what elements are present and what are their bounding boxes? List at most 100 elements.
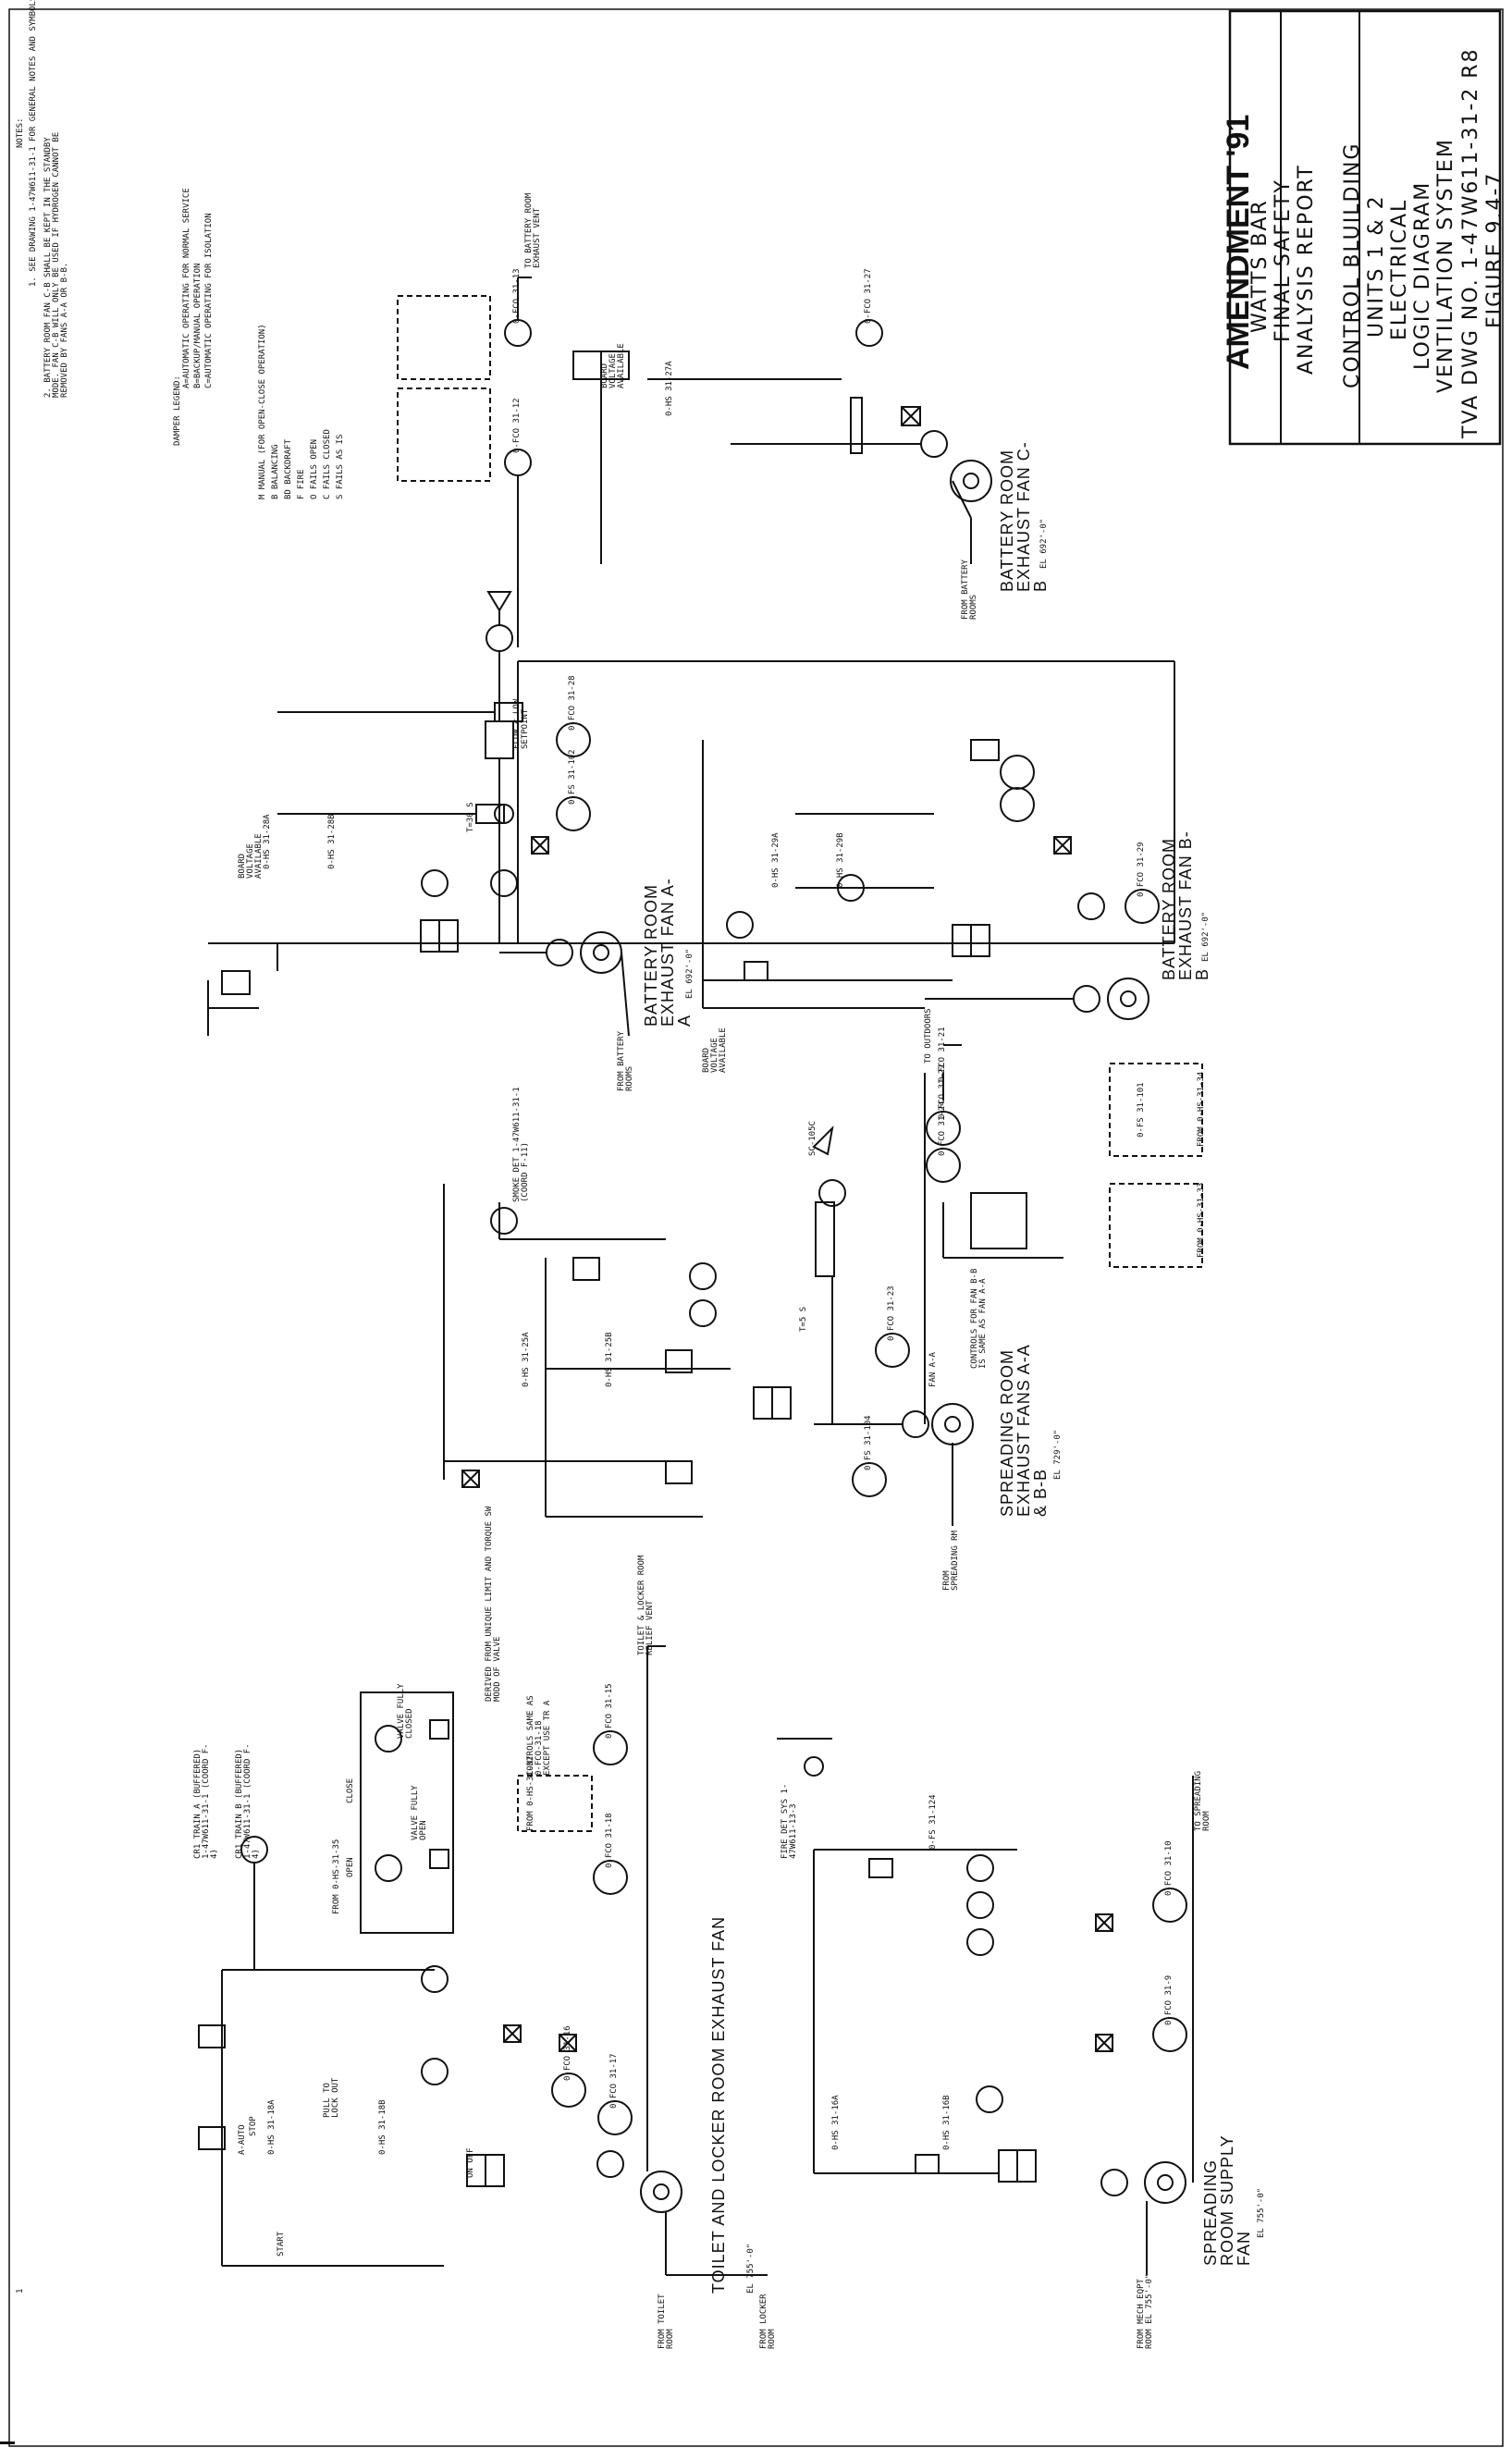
- from-toilet-label: FROM TOILET ROOM: [658, 2294, 675, 2349]
- damper-legend-item-4: F FIRE: [297, 469, 306, 499]
- switch-hs-16b: 0-HS 31-16B: [942, 2095, 952, 2150]
- switch-hs-18a: 0-HS 31-18A: [267, 2099, 277, 2155]
- title-block-frame: [1228, 9, 1502, 446]
- fan-aa-symbol: [580, 931, 622, 974]
- instrument-fs-124: 0-FS 31-124: [928, 1794, 938, 1850]
- switch-hs-27a: 0-HS 31-27A: [665, 361, 674, 416]
- damper-legend-item-6: C FAILS CLOSED: [323, 429, 332, 499]
- misc-close: CLOSE: [346, 1777, 355, 1803]
- switch-hs-25b: 0-HS 31-25B: [605, 1332, 614, 1387]
- note-2: 2. BATTERY ROOM FAN C-B SHALL BE KEPT IN…: [43, 131, 69, 398]
- misc-open: OPEN: [346, 1857, 355, 1877]
- board-voltage-label-2: BOARD VOLTAGE AVAILABLE: [702, 1027, 728, 1073]
- title-line-3: ANALYSIS REPORT: [1295, 164, 1318, 375]
- instrument-fco-21: 0-FCO 31-21: [938, 1027, 947, 1082]
- title-line-1: WATTS BAR: [1248, 199, 1272, 333]
- title-line-2: FINAL SAFETY: [1272, 178, 1295, 342]
- switch-hs-25a: 0-HS 31-25A: [522, 1332, 531, 1387]
- misc-valve-open: VALVE FULLY OPEN: [411, 1785, 428, 1840]
- title-line-8: VENTILATION SYSTEM: [1434, 138, 1457, 393]
- title-line-7: LOGIC DIAGRAM: [1411, 180, 1434, 370]
- instrument-fco-16: 0-FCO 31-16: [563, 2025, 572, 2081]
- instrument-fco-27: 0-FCO 31-27: [864, 268, 873, 324]
- from-spreading-label: FROM SPREADING RM: [942, 1530, 960, 1591]
- instrument-fs-104: 0-FS 31-104: [864, 1415, 873, 1470]
- title-line-10: FIGURE 9.4-7: [1483, 171, 1506, 328]
- damper-legend-item-2: B BALANCING: [271, 444, 280, 499]
- switch-hs-16a: 0-HS 31-16A: [831, 2095, 841, 2150]
- to-outdoors-label: TO OUTDOORS: [924, 1008, 933, 1064]
- misc-sc105c: SC-105C: [808, 1121, 817, 1156]
- note-1: 1. SEE DRAWING 1-47W611-31-1 FOR GENERAL…: [29, 0, 38, 287]
- notes-header: NOTES:: [16, 117, 25, 148]
- misc-flow-low: FLOW < LOW SETPOINT: [512, 698, 530, 749]
- to-spreading-room-label: TO SPREADING ROOM: [1194, 1770, 1211, 1831]
- title-line-4: CONTROL BLUILDING: [1341, 141, 1364, 388]
- misc-derived: DERIVED FROM UNIQUE LIMIT AND TORQUE SW …: [485, 1506, 502, 1702]
- from-battery-label-1: FROM BATTERY ROOMS: [617, 1030, 634, 1091]
- misc-stop: STOP: [249, 2116, 258, 2136]
- misc-from-hs33: FROM 0-HS-31-33: [1197, 1182, 1206, 1258]
- title-line-9: TVA DWG NO. 1-47W611-31-2 R8: [1459, 47, 1482, 438]
- from-locker-label: FROM LOCKER ROOM: [759, 2294, 777, 2349]
- title-line-6: ELECTRICAL: [1388, 198, 1411, 340]
- instrument-fco-12: 0-FCO 31-12: [512, 398, 522, 453]
- instrument-fco-28: 0-FCO 31-28: [568, 675, 577, 731]
- switch-hs-29a: 0-HS 31-29A: [771, 832, 781, 888]
- fan-cb-symbol: [950, 460, 992, 502]
- misc-pull-lock: PULL TO LOCK OUT: [323, 2077, 340, 2118]
- damper-legend-item-7: S FAILS AS IS: [336, 434, 345, 499]
- misc-controls-fan: CONTROLS FOR FAN B-B IS SAME AS FAN A-A: [970, 1268, 988, 1369]
- instrument-fco-29: 0-FCO 31-29: [1137, 842, 1146, 897]
- misc-fire-det: FIRE DET SYS 1-47W611-13-3: [781, 1783, 798, 1859]
- board-voltage-label-1: BOARD VOLTAGE AVAILABLE: [238, 833, 264, 879]
- misc-from-hs35: FROM 0-HS-31-35: [332, 1839, 341, 1914]
- toilet-relief-vent-label: TOILET & LOCKER ROOM RELIEF VENT: [637, 1555, 655, 1655]
- instrument-fco-17: 0-FCO 31-17: [609, 2053, 619, 2109]
- toilet-fan-label: TOILET AND LOCKER ROOM EXHAUST FAN: [709, 1915, 728, 2294]
- misc-smoke-det: SMOKE DET 1-47W611-31-1 (COORD F-11): [512, 1087, 530, 1202]
- misc-fan-aa: FAN A-A: [928, 1352, 938, 1387]
- misc-start: START: [277, 2231, 286, 2257]
- spreading-exhaust-fan-symbol: [931, 1403, 974, 1445]
- instrument-fco-10: 0-FCO 31-10: [1164, 1840, 1174, 1896]
- damper-legend-item-5: O FAILS OPEN: [310, 438, 319, 499]
- instrument-fco-15: 0-FCO 31-15: [605, 1683, 614, 1739]
- damper-legend-c: C=AUTOMATIC OPERATING FOR ISOLATION: [204, 213, 214, 388]
- misc-valve-closed: VALVE FULLY CLOSED: [397, 1683, 414, 1739]
- board-voltage-label-3: BOARD VOLTAGE AVAILABLE: [600, 343, 626, 388]
- to-battery-vent-label: TO BATTERY ROOM EXHAUST VENT: [524, 192, 542, 268]
- spreading-exhaust-fan-label: SPREADING ROOM EXHAUST FANS A-A & B-B: [998, 1345, 1050, 1517]
- spreading-supply-fan-label: SPREADING ROOM SUPPLY FAN: [1201, 2134, 1253, 2266]
- switch-hs-29b: 0-HS 31-29B: [836, 832, 845, 888]
- title-line-5: UNITS 1 & 2: [1365, 194, 1388, 338]
- damper-legend-a: A=AUTOMATIC OPERATING FOR NORMAL SERVICE: [182, 188, 191, 388]
- misc-t30s: T=30 S: [466, 802, 475, 832]
- misc-from-hs34: FROM 0-HS-31-34: [1197, 1071, 1206, 1147]
- misc-margin-number: 1: [16, 2288, 25, 2294]
- battery-fan-aa-label: BATTERY ROOM EXHAUST FAN A-A: [642, 878, 694, 1027]
- battery-fan-bb-elevation: EL 692'-0": [1201, 911, 1211, 962]
- spreading-supply-fan-symbol: [1144, 2161, 1186, 2204]
- fan-bb-symbol: [1107, 978, 1149, 1020]
- switch-hs-28b: 0-HS 31-28B: [327, 814, 337, 869]
- instrument-fco-23: 0-FCO 31-23: [887, 1285, 896, 1341]
- damper-legend-title: DAMPER LEGEND:: [173, 375, 182, 446]
- switch-hs-28a: 0-HS 31-28A: [263, 814, 272, 869]
- instrument-fco-9: 0-FCO 31-9: [1164, 1974, 1174, 2025]
- damper-legend-b: B=BACKUP/MANUAL OPERATION: [193, 263, 203, 388]
- instrument-fco-18: 0-FCO 31-18: [605, 1813, 614, 1868]
- from-battery-label-2: FROM BATTERY ROOMS: [961, 559, 978, 620]
- damper-legend-item-3: BD BACKDRAFT: [284, 438, 293, 499]
- from-mech-room-label: FROM MECH EQPT ROOM EL 755'-0": [1137, 2273, 1154, 2349]
- instrument-fs-102: 0-FS 31-102: [568, 749, 577, 805]
- switch-hs-18b: 0-HS 31-18B: [378, 2099, 387, 2155]
- toilet-fan-elevation: EL 755'-0": [746, 2243, 756, 2294]
- misc-on-off: ON OFF: [466, 2147, 475, 2178]
- misc-train-b: CR1 TRAIN B (BUFFERED) 1-47W611-31-1 (CO…: [235, 1743, 261, 1859]
- toilet-fan-symbol: [640, 2171, 682, 2213]
- battery-fan-cb-elevation: EL 692'-0": [1039, 518, 1049, 569]
- misc-train-a: CR1 TRAIN A (BUFFERED) 1-47W611-31-1 (CO…: [193, 1743, 219, 1859]
